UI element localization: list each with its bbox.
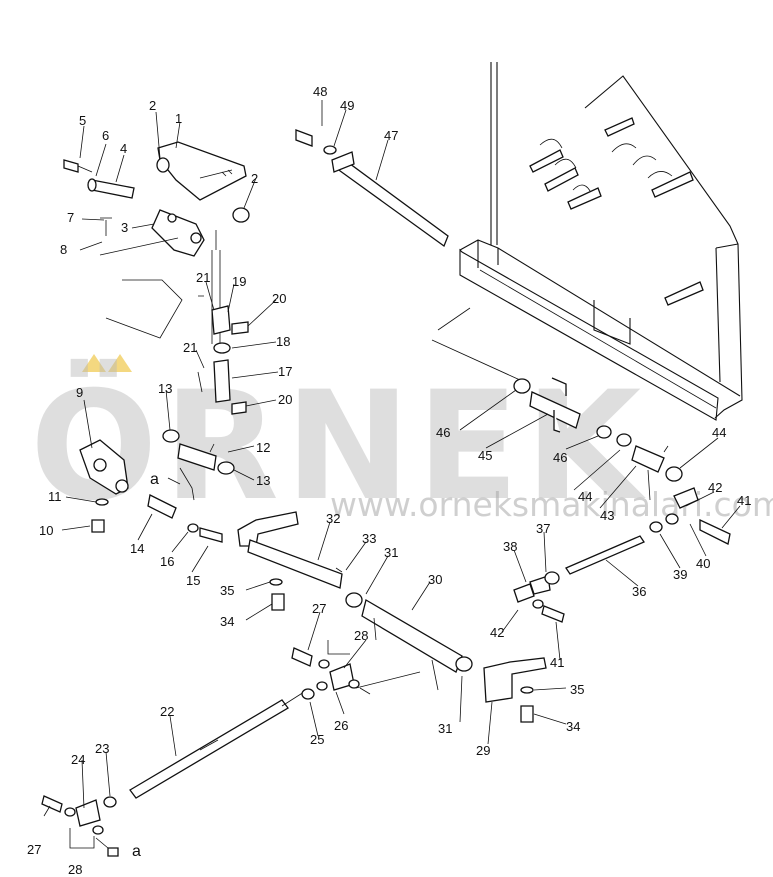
callout-39: 39	[673, 567, 687, 582]
callout-41b: 41	[550, 655, 564, 670]
callout-43: 43	[600, 508, 614, 523]
callout-33: 33	[362, 531, 376, 546]
callout-42b: 42	[490, 625, 504, 640]
shaft-group	[295, 129, 731, 545]
callout-46b: 46	[553, 450, 567, 465]
callout-18: 18	[276, 334, 290, 349]
watermark-url: www.orneksmakinalari.com.tr	[330, 485, 773, 524]
rod-22-group	[41, 647, 371, 857]
callout-41a: 41	[737, 493, 751, 508]
bracket-group	[79, 429, 235, 543]
callout-19: 19	[232, 274, 246, 289]
callout-2a: 2	[149, 98, 156, 113]
callout-15: 15	[186, 573, 200, 588]
callout-34a: 34	[220, 614, 234, 629]
callout-28a: 28	[354, 628, 368, 643]
callout-a2: a	[132, 843, 141, 860]
rod-group	[105, 230, 249, 415]
callout-20a: 20	[272, 291, 286, 306]
callout-32: 32	[326, 511, 340, 526]
callout-49: 49	[340, 98, 354, 113]
callout-12: 12	[256, 440, 270, 455]
callout-11: 11	[48, 489, 62, 504]
callout-35a: 35	[220, 583, 234, 598]
callout-21a: 21	[196, 270, 210, 285]
watermark-brand: ÖRNEK	[30, 358, 647, 534]
callout-16: 16	[160, 554, 174, 569]
callout-1: 1	[175, 111, 182, 126]
callout-38: 38	[503, 539, 517, 554]
callout-21b: 21	[183, 340, 197, 355]
leader-lines	[43, 100, 741, 849]
callout-2b: 2	[251, 171, 258, 186]
callout-labels: 48 49 47 5 6 4 2 1 2 7 3 8 21 19 20 18 2…	[27, 84, 751, 877]
callout-20b: 20	[278, 392, 292, 407]
callout-17: 17	[278, 364, 292, 379]
callout-26: 26	[334, 718, 348, 733]
callout-45: 45	[478, 448, 492, 463]
callout-37: 37	[536, 521, 550, 536]
callout-5: 5	[79, 113, 86, 128]
callout-4: 4	[120, 141, 127, 156]
callout-25: 25	[310, 732, 324, 747]
callout-48: 48	[313, 84, 327, 99]
callout-47: 47	[384, 128, 398, 143]
watermark-logo-mark	[82, 354, 106, 372]
callout-13b: 13	[256, 473, 270, 488]
callout-42a: 42	[708, 480, 722, 495]
frame-assembly	[431, 62, 743, 421]
callout-23: 23	[95, 741, 109, 756]
pedal-group	[63, 141, 250, 257]
callout-3: 3	[121, 220, 128, 235]
callout-14: 14	[130, 541, 144, 556]
callout-35b: 35	[570, 682, 584, 697]
callout-13a: 13	[158, 381, 172, 396]
callout-22: 22	[160, 704, 174, 719]
callout-27a: 27	[312, 601, 326, 616]
callout-9: 9	[76, 385, 83, 400]
callout-31a: 31	[384, 545, 398, 560]
callout-a1: a	[150, 471, 159, 488]
callout-6: 6	[102, 128, 109, 143]
rod-36-group	[513, 535, 645, 623]
callout-8: 8	[60, 242, 67, 257]
watermark: ÖRNEK www.orneksmakinalari.com.tr	[30, 354, 773, 534]
callout-24: 24	[71, 752, 85, 767]
callout-28b: 28	[68, 862, 82, 877]
callout-7: 7	[67, 210, 74, 225]
callout-31b: 31	[438, 721, 452, 736]
callout-30: 30	[428, 572, 442, 587]
callout-36: 36	[632, 584, 646, 599]
callout-40: 40	[696, 556, 710, 571]
callout-29: 29	[476, 743, 490, 758]
callout-10: 10	[39, 523, 53, 538]
callout-44b: 44	[578, 489, 592, 504]
watermark-logo-mark	[108, 354, 132, 372]
callout-27b: 27	[27, 842, 41, 857]
callout-44a: 44	[712, 425, 726, 440]
callout-34b: 34	[566, 719, 580, 734]
callout-46a: 46	[436, 425, 450, 440]
cross-shaft-group	[237, 511, 547, 723]
